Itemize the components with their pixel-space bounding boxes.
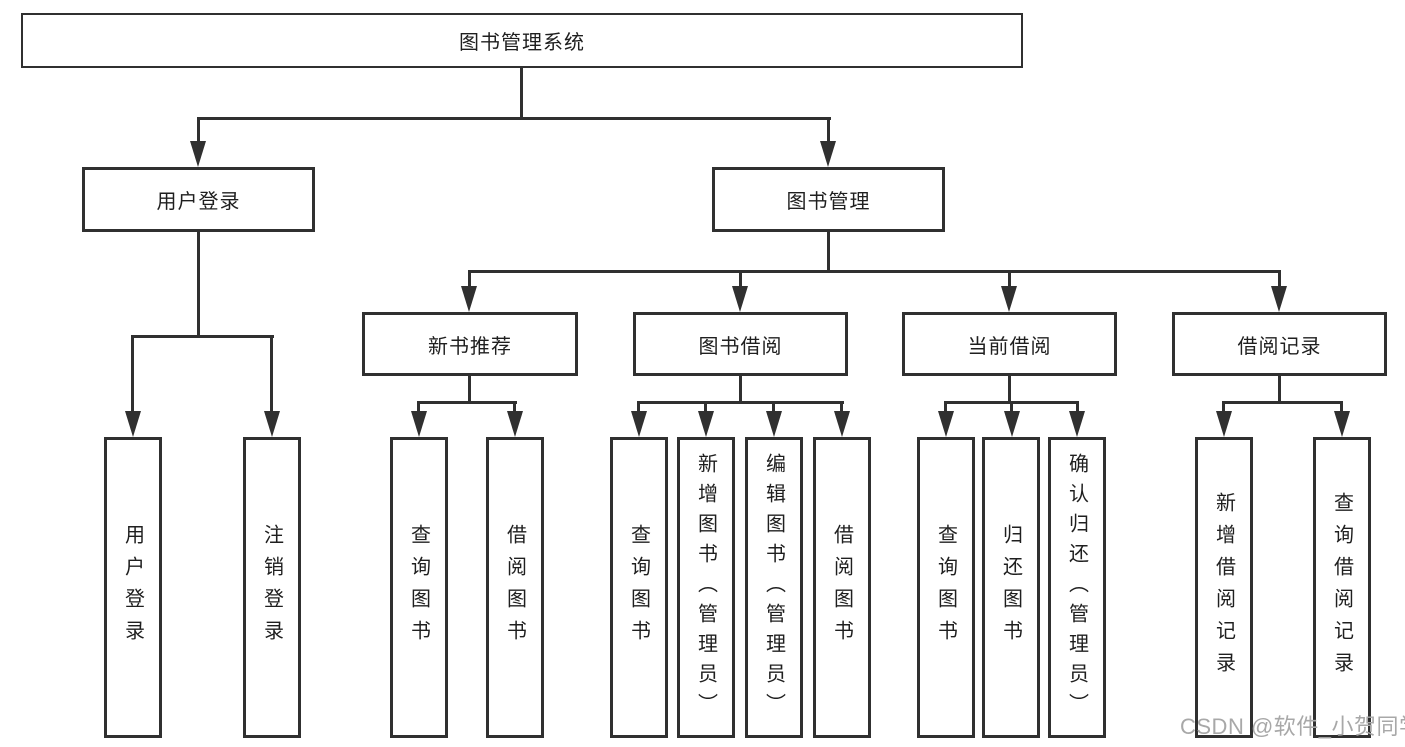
node-label: 用户登录 bbox=[121, 523, 144, 652]
connector-line bbox=[827, 230, 830, 272]
node-borrow-books-recommend: 借阅图书 bbox=[486, 437, 544, 738]
node-label: 编辑图书（管理员） bbox=[762, 452, 785, 723]
connector-line bbox=[827, 117, 830, 147]
connector-line bbox=[131, 335, 134, 415]
node-library-management-system: 图书管理系统 bbox=[21, 13, 1023, 68]
node-borrowing-records: 借阅记录 bbox=[1172, 312, 1387, 376]
connector-arrow-icon bbox=[834, 411, 850, 437]
connector-arrow-icon bbox=[264, 411, 280, 437]
connector-line bbox=[197, 117, 831, 120]
node-label: 图书借阅 bbox=[698, 335, 783, 358]
connector-arrow-icon bbox=[190, 141, 206, 167]
connector-line bbox=[1278, 374, 1281, 404]
connector-line bbox=[417, 401, 517, 404]
connector-line bbox=[131, 335, 274, 338]
connector-line bbox=[1010, 401, 1013, 415]
connector-line bbox=[840, 401, 843, 415]
connector-line bbox=[468, 270, 471, 292]
node-label: 图书管理 bbox=[786, 191, 871, 213]
connector-line bbox=[1340, 401, 1343, 415]
connector-line bbox=[739, 270, 742, 292]
node-label: 归还图书 bbox=[999, 523, 1022, 652]
connector-line bbox=[417, 401, 420, 415]
connector-arrow-icon bbox=[820, 141, 836, 167]
connector-arrow-icon bbox=[1334, 411, 1350, 437]
connector-line bbox=[513, 401, 516, 415]
node-label: 借阅图书 bbox=[830, 523, 853, 652]
connector-arrow-icon bbox=[507, 411, 523, 437]
connector-line bbox=[197, 117, 200, 147]
node-label: 图书管理系统 bbox=[459, 32, 585, 54]
node-edit-books-admin: 编辑图书（管理员） bbox=[745, 437, 803, 738]
node-book-borrowing: 图书借阅 bbox=[633, 312, 848, 376]
node-query-books-recommend: 查询图书 bbox=[390, 437, 448, 738]
node-label: 注销登录 bbox=[260, 523, 283, 652]
connector-arrow-icon bbox=[766, 411, 782, 437]
node-label: 新书推荐 bbox=[428, 335, 512, 358]
node-query-books-borrowing: 查询图书 bbox=[610, 437, 668, 738]
connector-line bbox=[520, 68, 523, 120]
node-query-borrow-record: 查询借阅记录 bbox=[1313, 437, 1371, 738]
node-confirm-return-admin: 确认归还（管理员） bbox=[1048, 437, 1106, 738]
node-query-books-current: 查询图书 bbox=[917, 437, 975, 738]
connector-line bbox=[637, 401, 844, 404]
node-label: 用户登录 bbox=[156, 191, 241, 213]
connector-line bbox=[468, 270, 1281, 273]
node-book-management-branch: 图书管理 bbox=[712, 167, 945, 232]
node-add-borrow-record: 新增借阅记录 bbox=[1195, 437, 1253, 738]
connector-line bbox=[1222, 401, 1343, 404]
watermark: CSDN @软件_小贺同学 bbox=[1180, 714, 1405, 739]
connector-line bbox=[772, 401, 775, 415]
node-user-login: 用户登录 bbox=[104, 437, 162, 738]
node-label: 新增借阅记录 bbox=[1212, 491, 1235, 684]
connector-line bbox=[944, 401, 947, 415]
node-label: 确认归还（管理员） bbox=[1065, 452, 1088, 723]
connector-arrow-icon bbox=[1069, 411, 1085, 437]
connector-arrow-icon bbox=[1271, 286, 1287, 312]
node-label: 当前借阅 bbox=[967, 335, 1052, 358]
node-label: 查询图书 bbox=[627, 523, 650, 652]
connector-line bbox=[739, 374, 742, 404]
connector-line bbox=[197, 230, 200, 337]
connector-line bbox=[1076, 401, 1079, 415]
node-label: 借阅记录 bbox=[1237, 335, 1322, 358]
connector-line bbox=[637, 401, 640, 415]
connector-arrow-icon bbox=[461, 286, 477, 312]
node-user-login-branch: 用户登录 bbox=[82, 167, 315, 232]
node-label: 查询借阅记录 bbox=[1330, 491, 1353, 684]
connector-line bbox=[704, 401, 707, 415]
connector-line bbox=[270, 335, 273, 415]
node-label: 借阅图书 bbox=[503, 523, 526, 652]
connector-arrow-icon bbox=[698, 411, 714, 437]
node-new-book-recommendation: 新书推荐 bbox=[362, 312, 578, 376]
connector-arrow-icon bbox=[1216, 411, 1232, 437]
connector-line bbox=[468, 374, 471, 404]
node-current-borrowing: 当前借阅 bbox=[902, 312, 1117, 376]
node-borrow-books-borrowing: 借阅图书 bbox=[813, 437, 871, 738]
node-logout: 注销登录 bbox=[243, 437, 301, 738]
connector-arrow-icon bbox=[938, 411, 954, 437]
connector-arrow-icon bbox=[1004, 411, 1020, 437]
node-label: 新增图书（管理员） bbox=[694, 452, 717, 723]
connector-line bbox=[1278, 270, 1281, 292]
node-return-books: 归还图书 bbox=[982, 437, 1040, 738]
node-add-books-admin: 新增图书（管理员） bbox=[677, 437, 735, 738]
connector-line bbox=[1008, 374, 1011, 404]
connector-arrow-icon bbox=[125, 411, 141, 437]
connector-arrow-icon bbox=[631, 411, 647, 437]
connector-arrow-icon bbox=[1001, 286, 1017, 312]
node-label: 查询图书 bbox=[407, 523, 430, 652]
connector-line bbox=[1008, 270, 1011, 292]
connector-line bbox=[1222, 401, 1225, 415]
connector-arrow-icon bbox=[411, 411, 427, 437]
node-label: 查询图书 bbox=[934, 523, 957, 652]
connector-arrow-icon bbox=[732, 286, 748, 312]
